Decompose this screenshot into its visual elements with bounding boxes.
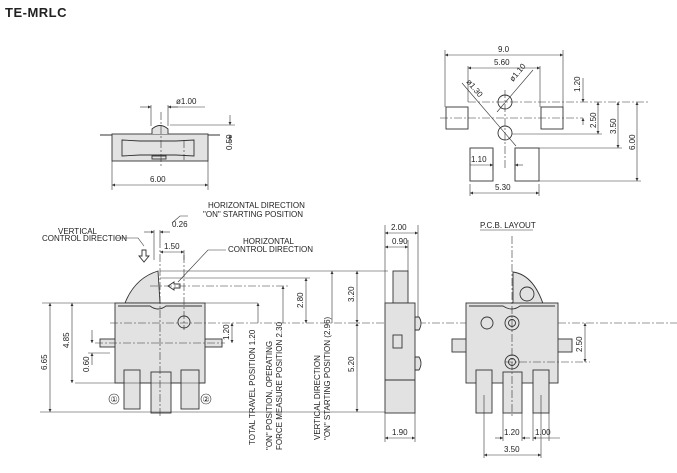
vertical-control-label-2: CONTROL DIRECTION — [42, 234, 127, 243]
part-title: TE-MRLC — [5, 5, 67, 20]
dim-1-20-rear: 1.20 — [504, 428, 520, 437]
top-view: ø1.00 0.50 6.00 — [100, 97, 235, 190]
dim-dia-1-30: ø1.30 — [464, 78, 484, 100]
dim-2-00: 2.00 — [391, 223, 407, 232]
dim-1-50: 1.50 — [164, 242, 180, 251]
on-position-label-2: FORCE MEASURE POSITION 2.30 — [275, 321, 284, 450]
dim-6-00: 6.00 — [628, 134, 637, 150]
total-travel-label: TOTAL TRAVEL POSITION 1.20 — [248, 329, 257, 445]
dim-9-0: 9.0 — [498, 45, 510, 54]
dim-5-20: 5.20 — [347, 356, 356, 372]
on-starting-label: "ON" STARTING POSITION (2.96) — [323, 316, 332, 440]
dim-3-50: 3.50 — [609, 118, 618, 134]
dim-1-20: 1.20 — [573, 76, 582, 92]
terminal-2-label: ② — [203, 395, 210, 404]
horizontal-arrow-icon — [167, 281, 181, 291]
side-view: 2.00 0.90 1.90 — [384, 223, 422, 442]
dim-6-65: 6.65 — [40, 354, 49, 370]
dim-5-30: 5.30 — [495, 183, 511, 192]
horizontal-direction-label-1: HORIZONTAL DIRECTION — [208, 201, 305, 210]
vertical-control-label-1: VERTICAL — [58, 227, 98, 236]
horizontal-direction-label-2: "ON" STARTING POSITION — [203, 210, 303, 219]
dim-0-60: 0.60 — [82, 356, 91, 372]
dim-diameter: ø1.00 — [176, 97, 197, 106]
on-position-label-1: "ON" POSITION, OPERATING — [265, 341, 274, 450]
dim-3-20: 3.20 — [347, 286, 356, 302]
dim-dia-1-10: ø1.10 — [508, 61, 528, 83]
front-view: 6.65 4.85 0.60 1.20 2.80 3.20 5.20 TOTAL… — [40, 201, 677, 450]
dim-0-90: 0.90 — [392, 237, 408, 246]
vertical-arrow-icon — [138, 249, 150, 263]
dim-3-50-rear: 3.50 — [504, 445, 520, 454]
pcb-footprint: 9.0 5.60 ø1.30 ø1.10 1.20 2.50 3.50 6.00… — [440, 45, 648, 231]
dim-1-20: 1.20 — [222, 324, 231, 340]
dim-2-80: 2.80 — [296, 292, 305, 308]
horizontal-control-label-2: CONTROL DIRECTION — [228, 245, 313, 254]
dim-1-90: 1.90 — [392, 428, 408, 437]
dim-0-26: 0.26 — [172, 220, 188, 229]
rear-view: 1.20 1.00 3.50 2.50 — [451, 236, 590, 458]
dim-2-50-rear: 2.50 — [575, 336, 584, 352]
terminal-1-label: ① — [111, 395, 118, 404]
dim-5-60: 5.60 — [494, 58, 510, 67]
dim-1-10: 1.10 — [471, 155, 487, 164]
dim-1-00: 1.00 — [535, 428, 551, 437]
dim-width: 6.00 — [150, 175, 166, 184]
dim-2-50: 2.50 — [589, 112, 598, 128]
dim-height: 0.50 — [225, 134, 234, 150]
vertical-direction-label: VERTICAL DIRECTION — [313, 355, 322, 440]
horizontal-control-label-1: HORIZONTAL — [243, 237, 295, 246]
pcb-layout-label: P.C.B. LAYOUT — [480, 221, 536, 230]
dim-4-85: 4.85 — [62, 332, 71, 348]
